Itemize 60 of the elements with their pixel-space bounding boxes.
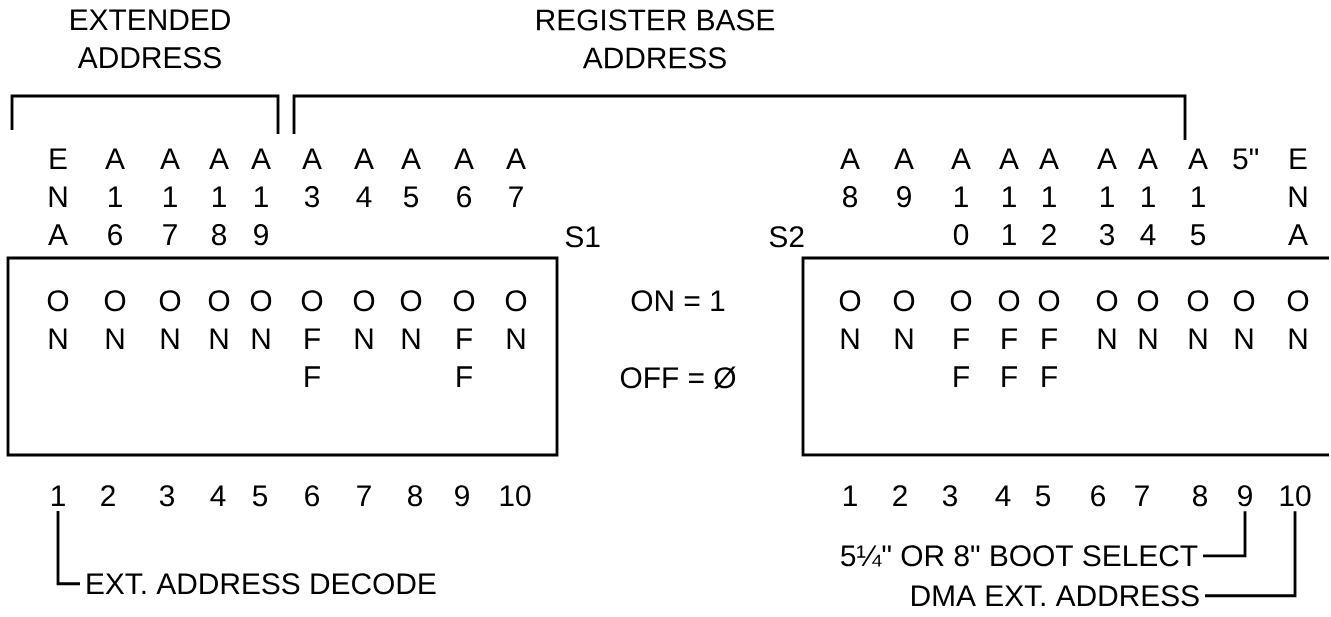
callout-text: DMA EXT. ADDRESS bbox=[912, 585, 1199, 607]
switch-state: O N bbox=[159, 290, 181, 349]
address-label: A 9 bbox=[894, 148, 914, 208]
callout-text: 5¼" OR 8" BOOT SELECT bbox=[841, 545, 1198, 567]
switch-state: O F F bbox=[301, 290, 323, 387]
address-label: A 7 bbox=[506, 148, 526, 207]
leader-line bbox=[1203, 511, 1247, 558]
switch-number: 9 bbox=[455, 485, 469, 507]
address-label: 5" bbox=[1233, 148, 1258, 170]
address-label: A 5 bbox=[401, 148, 421, 208]
heading: REGISTER BASE ADDRESS bbox=[537, 9, 775, 69]
switch-number: 4 bbox=[210, 485, 226, 506]
switch-number: 8 bbox=[408, 485, 423, 507]
switch-state: O N bbox=[505, 290, 527, 349]
heading: EXTENDED ADDRESS bbox=[71, 9, 230, 69]
switch-number: 6 bbox=[1091, 485, 1105, 507]
switch-state: O N bbox=[1137, 290, 1159, 349]
switch-state: O N bbox=[353, 290, 375, 349]
callout-text: EXT. ADDRESS DECODE bbox=[87, 573, 436, 595]
switch-state: O N bbox=[208, 290, 230, 349]
switch-name: S1 bbox=[565, 226, 600, 248]
switch-state: O N bbox=[47, 290, 69, 349]
switch-state: O N bbox=[1187, 290, 1209, 349]
switch-state: O N bbox=[839, 290, 861, 349]
switch-number: 10 bbox=[500, 485, 531, 507]
switch-state: O F F bbox=[998, 290, 1020, 387]
switch-number: 3 bbox=[159, 485, 174, 507]
switch-name: S2 bbox=[769, 226, 804, 248]
switch-state: O F F bbox=[453, 290, 475, 387]
address-label: A 4 bbox=[354, 148, 374, 207]
switch-state: O N bbox=[1287, 290, 1309, 349]
note: ON = 1 bbox=[631, 290, 725, 312]
switch-number: 7 bbox=[357, 485, 371, 506]
switch-number: 2 bbox=[101, 485, 115, 506]
switch-state: O N bbox=[1096, 290, 1118, 349]
switch-number: 5 bbox=[1035, 485, 1051, 507]
address-label: A 8 bbox=[840, 148, 860, 208]
switch-state: O F F bbox=[1038, 290, 1060, 387]
switch-number: 10 bbox=[1280, 485, 1311, 507]
switch-state: O N bbox=[1233, 290, 1255, 349]
switch-number: 9 bbox=[1238, 485, 1252, 507]
address-label: A 3 bbox=[302, 148, 322, 208]
switch-state: O F F bbox=[950, 290, 972, 387]
switch-number: 4 bbox=[995, 485, 1011, 506]
switch-number: 1 bbox=[844, 485, 857, 506]
switch-number: 8 bbox=[1193, 485, 1208, 507]
switch-state: O N bbox=[893, 290, 915, 349]
switch-number: 6 bbox=[305, 485, 319, 507]
leader-line bbox=[56, 510, 80, 586]
switch-number: 1 bbox=[52, 485, 65, 506]
switch-state: O N bbox=[400, 290, 422, 349]
note: OFF = Ø bbox=[620, 366, 736, 389]
switch-state: O N bbox=[250, 290, 272, 349]
address-label: A 6 bbox=[454, 148, 474, 208]
switch-number: 7 bbox=[1135, 485, 1149, 506]
switch-state: O N bbox=[104, 290, 126, 349]
leader-line bbox=[1205, 511, 1297, 598]
switch-number: 5 bbox=[252, 485, 268, 507]
switch-number: 2 bbox=[893, 485, 907, 506]
switch-number: 3 bbox=[942, 485, 957, 507]
